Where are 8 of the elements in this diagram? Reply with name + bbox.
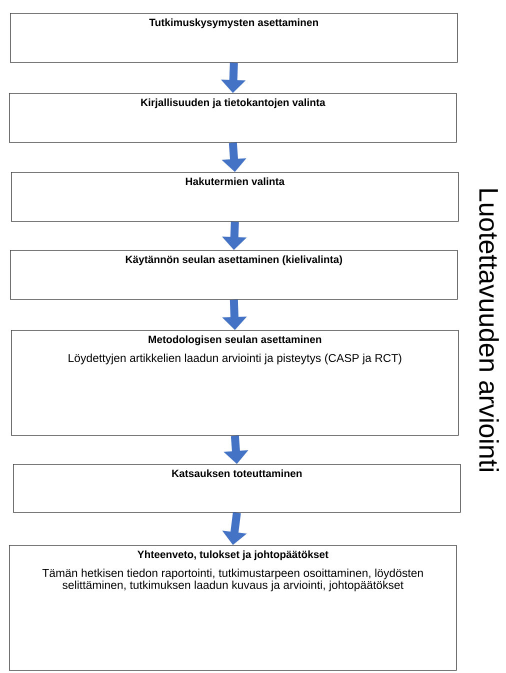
- process-box: Katsauksen toteuttaminen: [13, 464, 461, 513]
- process-box: Tutkimuskysymysten asettaminen: [10, 13, 458, 63]
- process-box: Metodologisen seulan asettaminen Löydettyjen artikkelien laadun arviointi ja pisteytys (CASP ja RCT): [11, 330, 459, 436]
- process-box: Käytännön seulan asettaminen (kielivalinta): [10, 250, 458, 300]
- process-box: Yhteenveto, tulokset ja johtopäätökset Tämän hetkisen tiedon raportointi, tutkimustarpeen osoittaminen, löydösten selittäminen, tutkimuksen laadun kuvaus ja arviointi, johtopäätökset: [9, 545, 457, 671]
- process-box: Kirjallisuuden ja tietokantojen valinta: [9, 93, 457, 143]
- process-box: Hakutermien valinta: [11, 172, 459, 222]
- side-label: Luotettavuuden arviointi: [479, 189, 499, 471]
